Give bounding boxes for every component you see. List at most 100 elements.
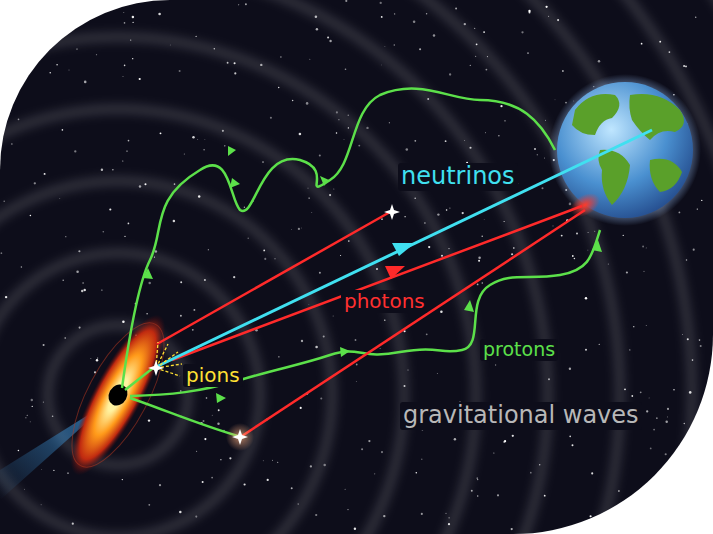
- star: [233, 276, 235, 278]
- star: [642, 246, 644, 248]
- star: [695, 16, 697, 18]
- star: [27, 415, 28, 416]
- star: [68, 69, 69, 70]
- star: [202, 420, 204, 422]
- star: [474, 28, 475, 29]
- star: [50, 72, 51, 73]
- star: [238, 4, 239, 5]
- star: [43, 344, 45, 346]
- star: [101, 289, 102, 290]
- star: [544, 157, 545, 158]
- star: [291, 487, 293, 489]
- wave-ring: [0, 0, 620, 534]
- star: [124, 65, 126, 67]
- star: [327, 36, 329, 38]
- star: [534, 148, 536, 150]
- star: [224, 145, 225, 146]
- star: [701, 200, 702, 201]
- star: [319, 155, 321, 157]
- star: [673, 389, 674, 390]
- star: [529, 12, 531, 14]
- star: [10, 23, 12, 25]
- star: [455, 8, 457, 10]
- star: [262, 460, 264, 462]
- star: [428, 246, 430, 248]
- star: [436, 373, 438, 375]
- proton-arrowheads: [143, 146, 602, 403]
- star: [475, 56, 476, 57]
- star: [112, 169, 113, 170]
- interaction-stars: [148, 204, 400, 445]
- neutrino-path: [158, 130, 652, 366]
- star: [82, 282, 84, 284]
- star: [301, 340, 303, 342]
- star: [102, 231, 104, 233]
- star: [59, 198, 61, 200]
- wave-ring: [0, 181, 332, 534]
- star: [124, 22, 126, 24]
- star: [203, 149, 205, 151]
- star: [686, 259, 688, 261]
- neutrino-arrowhead: [392, 243, 415, 256]
- star: [67, 472, 68, 473]
- star: [126, 150, 127, 151]
- star: [354, 528, 356, 530]
- star: [693, 249, 695, 251]
- star: [315, 346, 318, 349]
- star: [158, 13, 161, 16]
- star: [173, 220, 176, 223]
- star: [691, 512, 693, 514]
- star: [74, 150, 76, 152]
- photon-impact: [566, 188, 604, 221]
- star: [309, 59, 310, 60]
- star: [310, 465, 312, 467]
- star: [449, 73, 451, 75]
- star: [585, 297, 587, 299]
- star: [569, 436, 571, 438]
- wave-ring: [0, 0, 548, 534]
- star: [504, 221, 505, 222]
- star: [562, 70, 564, 72]
- star: [65, 236, 66, 237]
- star: [477, 495, 479, 497]
- star: [361, 448, 363, 450]
- star: [25, 417, 26, 418]
- star: [482, 236, 483, 237]
- star: [244, 483, 246, 485]
- star: [192, 329, 194, 331]
- star: [300, 407, 302, 409]
- star: [484, 132, 486, 134]
- star: [101, 168, 103, 170]
- star: [497, 494, 499, 496]
- star: [123, 11, 125, 13]
- star: [179, 70, 181, 72]
- star: [445, 140, 447, 142]
- star: [18, 119, 20, 121]
- star: [493, 453, 494, 454]
- star: [380, 2, 382, 4]
- star: [128, 223, 130, 225]
- star: [132, 58, 133, 59]
- star: [234, 72, 236, 74]
- star: [665, 421, 667, 423]
- star: [264, 258, 266, 260]
- star: [192, 136, 194, 138]
- star: [84, 81, 87, 84]
- star: [79, 19, 80, 20]
- star: [344, 488, 346, 490]
- star: [413, 20, 416, 23]
- star: [504, 440, 506, 442]
- star: [379, 348, 381, 350]
- star: [645, 325, 647, 327]
- photon-arrowhead: [385, 266, 405, 279]
- neutrino-label: neutrinos: [398, 163, 518, 191]
- star: [278, 87, 280, 89]
- star: [414, 140, 416, 142]
- star: [132, 22, 133, 23]
- star: [587, 249, 589, 251]
- star: [478, 257, 481, 260]
- wave-ring: [0, 253, 260, 534]
- star: [204, 438, 206, 440]
- star: [84, 290, 85, 291]
